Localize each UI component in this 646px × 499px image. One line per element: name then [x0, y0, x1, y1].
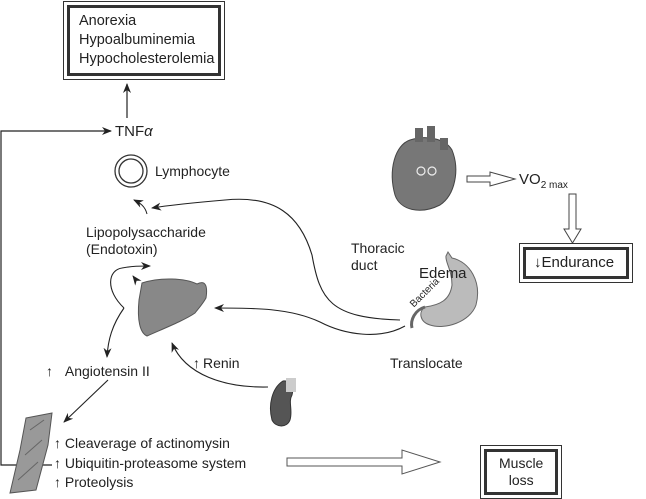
liver-icon — [137, 278, 208, 337]
muscle-loss-line2: loss — [508, 472, 534, 488]
up-arrow-icon: ↑ — [193, 355, 200, 371]
effect-text: Proteolysis — [64, 474, 134, 490]
lps-to-lymphocyte-arrow — [133, 199, 148, 215]
renin-label: ↑Renin — [193, 355, 240, 372]
liver-to-lps-arrow — [110, 262, 151, 309]
edema-label: Edema — [419, 265, 467, 282]
up-arrow-icon: ↑ — [54, 474, 61, 490]
lps-label: Lipopolysaccharide (Endotoxin) — [86, 224, 206, 258]
up-arrow-icon: ↑ — [54, 454, 61, 471]
endurance-text: Endurance — [541, 254, 615, 271]
vo2-subscript: 2 max — [540, 180, 568, 191]
small-tick-arrow — [132, 275, 142, 286]
tnf-text: TNF — [115, 123, 145, 140]
lymphocyte-icon — [114, 154, 148, 188]
liver-to-angiotensin-arrow — [103, 307, 125, 358]
vo2-text: VO — [519, 171, 541, 188]
up-arrow-icon: ↑ — [46, 363, 53, 379]
effect-proteolysis: ↑ Proteolysis — [54, 473, 246, 493]
vo2max-label: VO2 max — [519, 171, 568, 194]
muscle-fiber-icon — [9, 412, 53, 494]
effect-ubiquitin: ↑ Ubiquitin-proteasome system — [54, 454, 246, 474]
heart-to-vo2-arrow — [466, 171, 517, 187]
vo2-to-endurance-arrow — [563, 193, 582, 244]
down-arrow-icon: ↓ — [534, 254, 542, 271]
kidney-icon — [269, 378, 296, 427]
angiotensin-text: Angiotensin II — [64, 363, 150, 379]
muscle-to-tnf-loop — [0, 127, 112, 466]
lymphocyte-label: Lymphocyte — [155, 163, 230, 179]
angiotensin-to-muscle-arrow — [63, 379, 109, 423]
alpha-symbol: α — [144, 123, 153, 140]
angiotensin-label: ↑ Angiotensin II — [46, 363, 150, 380]
heart-icon — [391, 126, 457, 211]
symptoms-box: Anorexia Hypoalbuminemia Hypocholesterol… — [63, 1, 226, 80]
thoracic-line1: Thoracic — [351, 240, 405, 256]
endurance-box: ↓Endurance — [519, 243, 634, 283]
up-arrow-icon: ↑ — [54, 435, 61, 451]
symptom-anorexia: Anorexia — [79, 13, 137, 29]
symptom-hypoalbuminemia: Hypoalbuminemia — [79, 32, 196, 48]
effects-to-muscle-loss-arrow — [286, 449, 442, 475]
translocate-label: Translocate — [390, 355, 463, 371]
symptom-hypocholesterolemia: Hypocholesterolemia — [79, 51, 215, 67]
gut-to-liver-arrow — [214, 304, 406, 335]
tnf-alpha-label: TNFα — [115, 123, 153, 140]
muscle-effects-list: ↑ Cleaverage of actinomysin ↑ Ubiquitin-… — [54, 434, 246, 493]
effect-text: Ubiquitin-proteasome system — [64, 454, 247, 471]
muscle-loss-line1: Muscle — [499, 455, 544, 471]
lps-line2: (Endotoxin) — [86, 241, 158, 257]
lps-line1: Lipopolysaccharide — [86, 224, 206, 240]
stomach-icon — [410, 251, 478, 329]
effect-text: Cleaverage of actinomysin — [64, 435, 230, 451]
thoracic-line2: duct — [351, 257, 378, 273]
thoracic-duct-arrow — [151, 198, 401, 321]
muscle-loss-box: Muscle loss — [480, 445, 563, 499]
renin-text: Renin — [203, 355, 240, 371]
kidney-to-liver-arrow — [171, 342, 269, 388]
thoracic-duct-label: Thoracic duct — [351, 240, 405, 274]
effect-cleavage: ↑ Cleaverage of actinomysin — [54, 434, 246, 454]
